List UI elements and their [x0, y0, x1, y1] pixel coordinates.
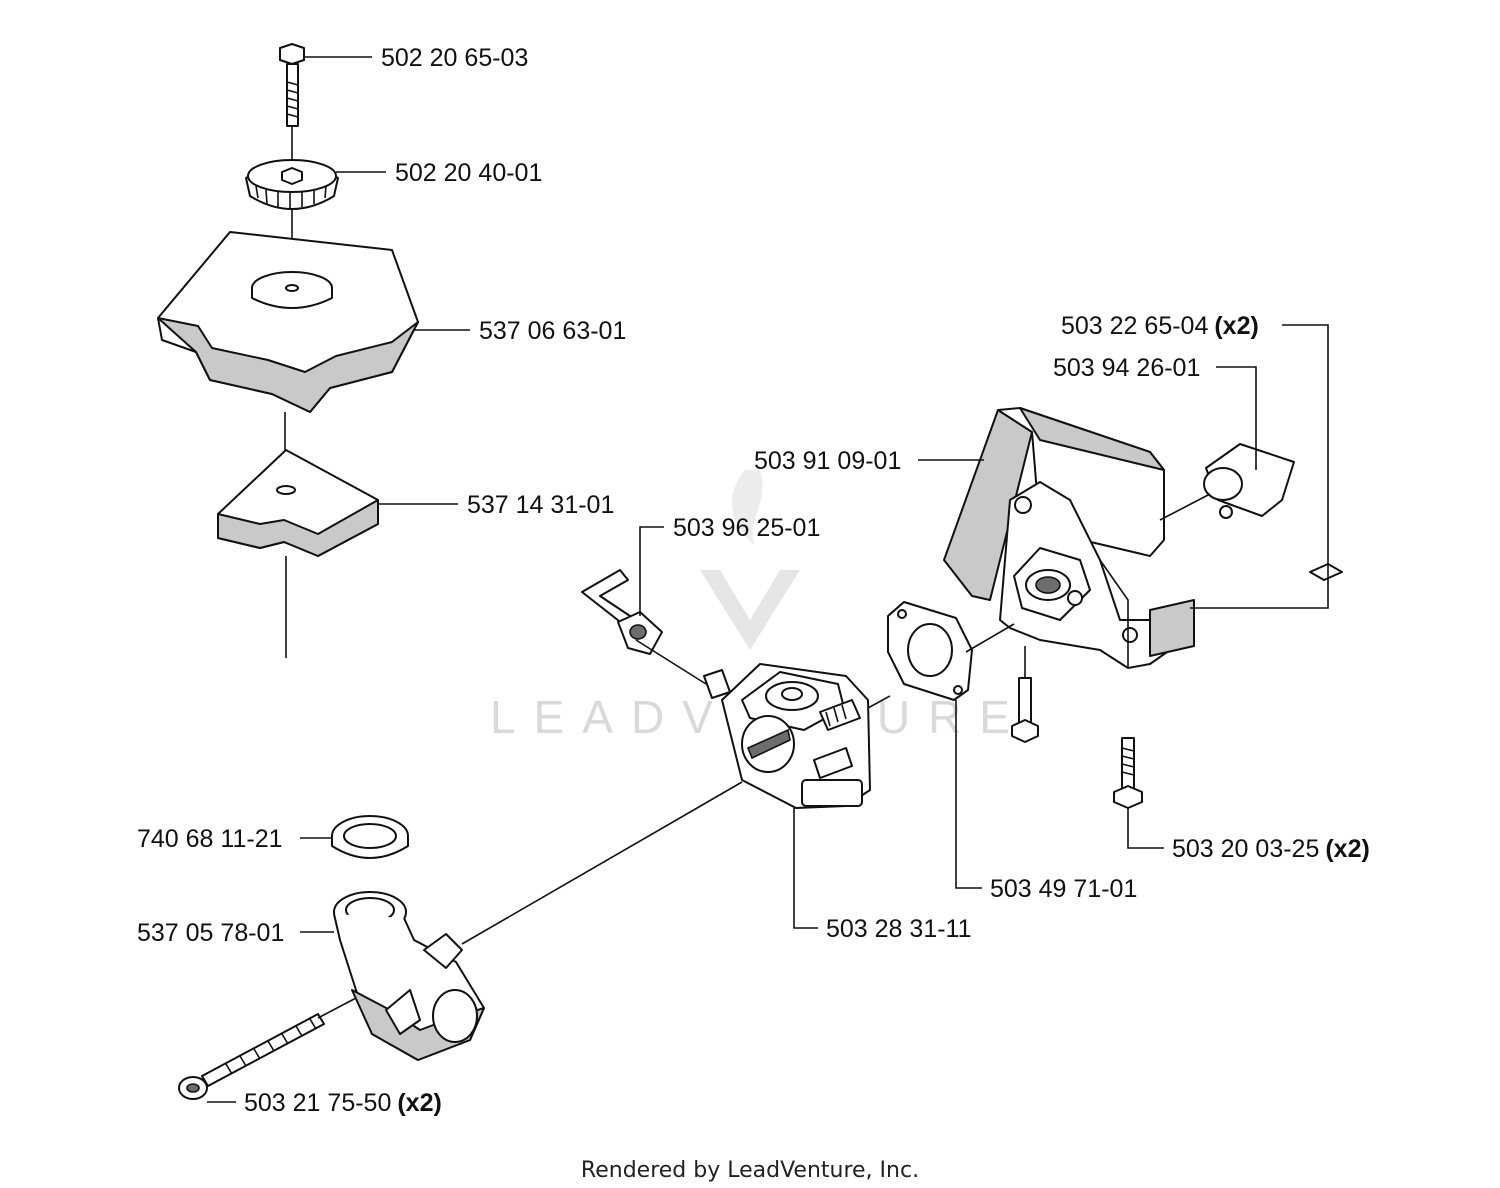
nut-part — [1309, 563, 1343, 581]
callout-label: 740 68 11-21 — [137, 825, 283, 853]
callout-labels: 502 20 65-03 502 20 40-01 537 06 63-01 5… — [137, 44, 1370, 1117]
footer-credit: Rendered by LeadVenture, Inc. — [581, 1158, 919, 1183]
boot-part — [1203, 443, 1295, 519]
bolt-part — [279, 43, 305, 127]
filter-cover-part — [157, 231, 419, 413]
callout-label: 502 20 65-03 — [381, 44, 528, 72]
assembly-axis-lines — [317, 493, 1211, 1019]
callout-label: 503 21 75-50(x2) — [244, 1089, 442, 1117]
callout-label: 503 28 31-11 — [826, 915, 972, 943]
callout-label: 503 22 65-04(x2) — [1061, 312, 1259, 340]
screw-part — [1011, 677, 1039, 743]
gasket-part — [887, 601, 973, 701]
filter-element-part — [217, 449, 379, 557]
callout-label: 537 14 31-01 — [467, 491, 614, 519]
callout-label: 503 20 03-25(x2) — [1172, 835, 1370, 863]
long-bolt-part — [178, 1013, 325, 1100]
choke-lever-part — [581, 569, 663, 655]
callout-label: 503 94 26-01 — [1053, 354, 1200, 382]
callout-label: 502 20 40-01 — [395, 159, 542, 187]
screw-part — [1113, 737, 1143, 809]
callout-label: 537 06 63-01 — [479, 317, 626, 345]
intake-housing-part — [943, 407, 1195, 669]
leader-lines — [207, 56, 1329, 1103]
seal-ring-part — [331, 815, 409, 859]
intake-elbow-part — [333, 891, 485, 1061]
knob-nut-part — [245, 159, 339, 210]
callout-label: 503 49 71-01 — [990, 875, 1137, 903]
callout-label: 503 96 25-01 — [673, 514, 820, 542]
callout-label: 537 05 78-01 — [137, 919, 284, 947]
carburetor-part — [703, 663, 871, 809]
callout-label: 503 91 09-01 — [754, 447, 901, 475]
